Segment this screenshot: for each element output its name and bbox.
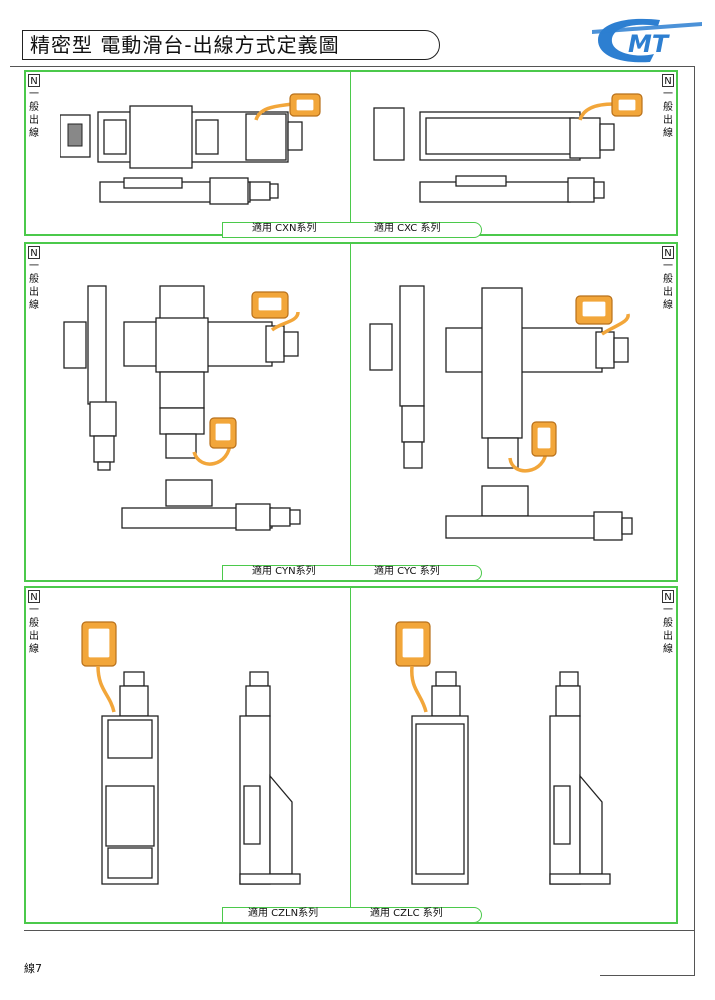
cxc-drawing xyxy=(373,93,643,203)
page-title: 精密型 電動滑台-出線方式定義圖 xyxy=(30,33,340,57)
czlc-drawing xyxy=(395,621,611,885)
caption-czln: 適用 CZLN系列 xyxy=(248,908,319,919)
footer-corner-rule xyxy=(600,975,694,976)
side-label-left: 一般出線 xyxy=(29,89,39,139)
caption-cyn: 適用 CYN系列 xyxy=(252,566,316,577)
right-rule xyxy=(694,66,695,976)
panel-czln-czlc xyxy=(24,586,678,924)
caption-czlc: 適用 CZLC 系列 xyxy=(370,908,443,919)
cxn-drawing xyxy=(60,93,321,205)
footer-rule xyxy=(24,930,694,931)
panel-divider xyxy=(350,244,351,566)
page-label: 線7 xyxy=(24,962,42,975)
n-marker-left: N xyxy=(28,246,40,259)
n-marker-right: N xyxy=(662,246,674,259)
caption-bar-2 xyxy=(222,565,482,581)
side-label-left: 一般出線 xyxy=(29,261,39,311)
side-label-right: 一般出線 xyxy=(663,261,673,311)
cyn-drawing xyxy=(63,285,301,531)
czln-drawing xyxy=(81,621,301,885)
svg-text:MT: MT xyxy=(628,30,670,58)
header-rule xyxy=(10,66,694,67)
panel-divider xyxy=(350,72,351,222)
cmt-logo: MT xyxy=(592,18,702,63)
side-label-left: 一般出線 xyxy=(29,605,39,655)
caption-bar-3 xyxy=(222,907,482,923)
panel-cyn-cyc xyxy=(24,242,678,582)
side-label-right: 一般出線 xyxy=(663,605,673,655)
n-marker-left: N xyxy=(28,590,40,603)
caption-cyc: 適用 CYC 系列 xyxy=(374,566,440,577)
caption-cxc: 適用 CXC 系列 xyxy=(374,223,441,234)
cyc-drawing xyxy=(369,285,633,541)
n-marker-left: N xyxy=(28,74,40,87)
caption-cxn: 適用 CXN系列 xyxy=(252,223,317,234)
title-frame xyxy=(22,30,440,60)
n-marker-right: N xyxy=(662,74,674,87)
side-label-right: 一般出線 xyxy=(663,89,673,139)
panel-divider xyxy=(350,588,351,908)
caption-bar-1 xyxy=(222,222,482,238)
n-marker-right: N xyxy=(662,590,674,603)
